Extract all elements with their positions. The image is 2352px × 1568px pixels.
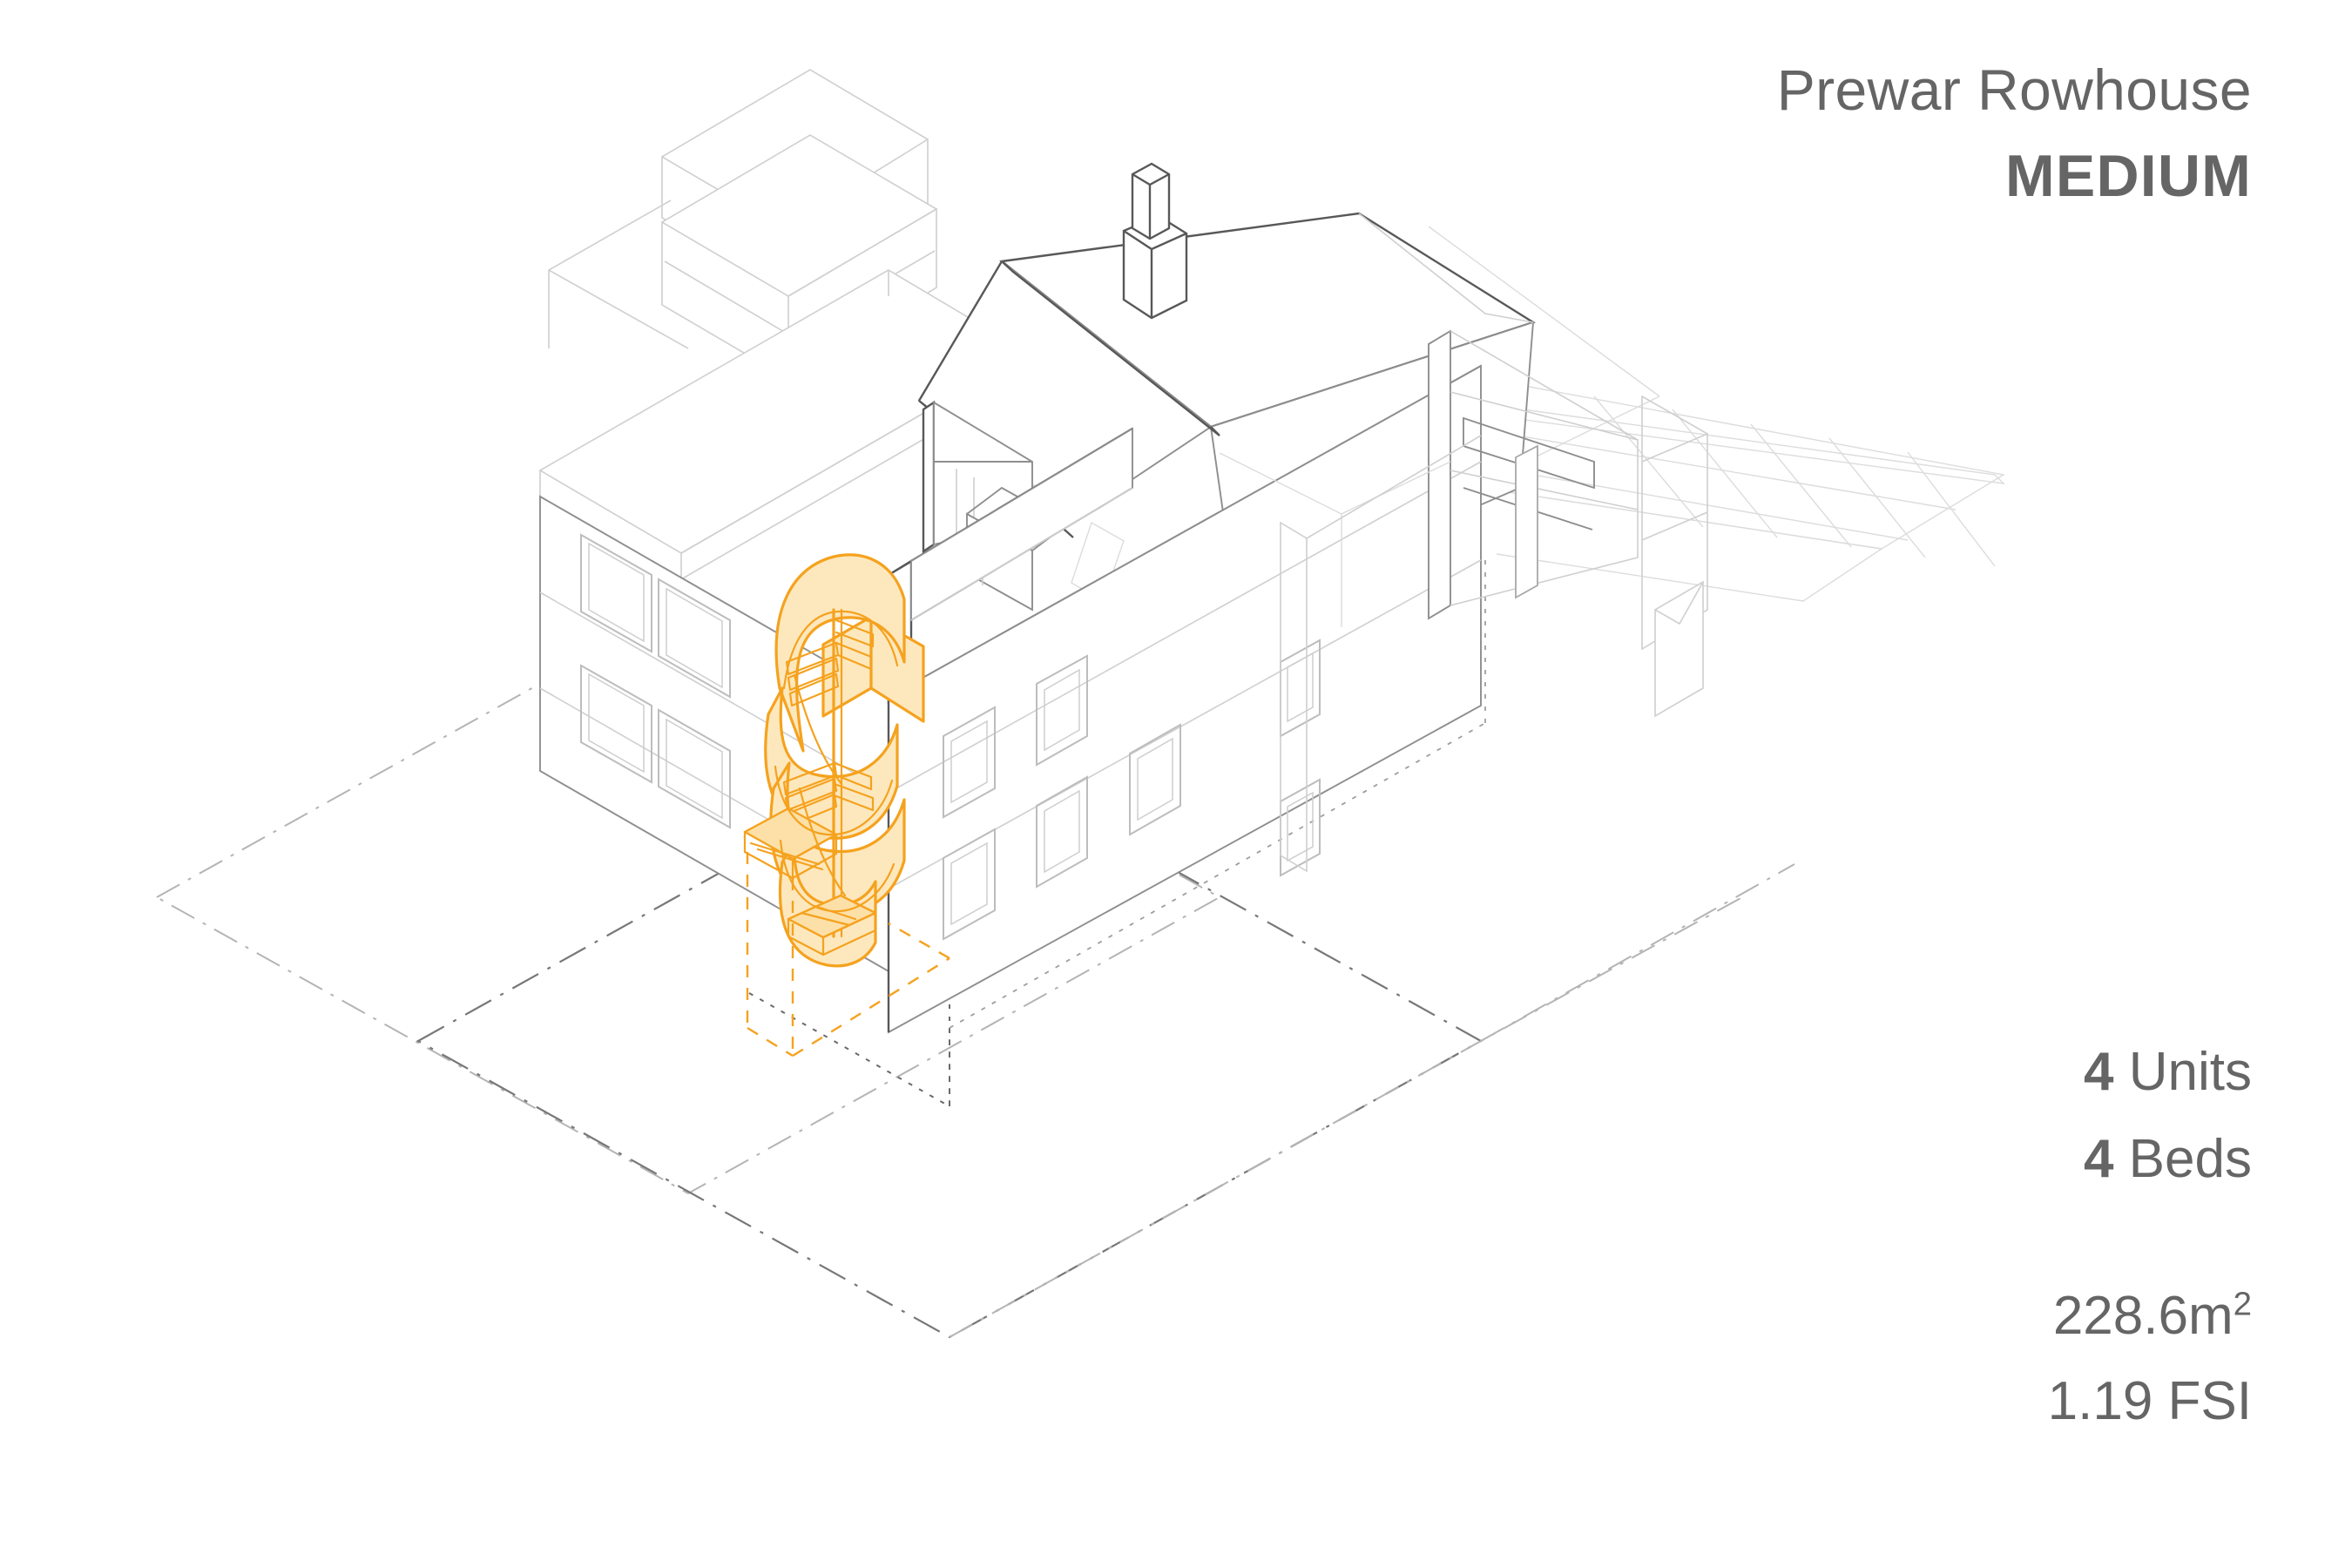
facade-window bbox=[943, 706, 996, 819]
stair-handrail-spiral bbox=[782, 610, 899, 690]
facade-window bbox=[658, 708, 731, 829]
chimney bbox=[1122, 162, 1188, 320]
front-lower-return bbox=[1280, 435, 1482, 873]
site-boundary-right bbox=[949, 896, 1743, 1338]
rear-wing-balconies bbox=[1219, 329, 1708, 718]
facade-window bbox=[580, 533, 652, 653]
facade-window bbox=[943, 828, 996, 941]
stair-handrail-spiral-3 bbox=[779, 839, 896, 913]
facade-window bbox=[580, 664, 652, 784]
spiral-stair-addition bbox=[743, 553, 950, 1058]
building-footprint-rear bbox=[949, 722, 1486, 1029]
stair-handrail-spiral-2 bbox=[774, 765, 894, 836]
stair-screen-upper bbox=[774, 553, 906, 753]
front-facade bbox=[887, 364, 1482, 1034]
stair-treads-upper bbox=[785, 618, 875, 707]
stair-screen-lower bbox=[778, 836, 877, 968]
site-boundary-right-2 bbox=[1480, 863, 1795, 1042]
facade-window bbox=[1036, 775, 1088, 889]
facade-window bbox=[1129, 723, 1181, 836]
facade-window bbox=[658, 578, 731, 699]
stair-footprint-projection bbox=[746, 852, 950, 1058]
facade-window bbox=[1036, 654, 1088, 767]
site-boundary-outer bbox=[154, 599, 1222, 1195]
stair-stringer bbox=[793, 673, 843, 786]
stair-stringer-2 bbox=[798, 787, 847, 897]
stair-ground-deck bbox=[743, 807, 838, 880]
stair-treads-lower bbox=[787, 894, 877, 956]
